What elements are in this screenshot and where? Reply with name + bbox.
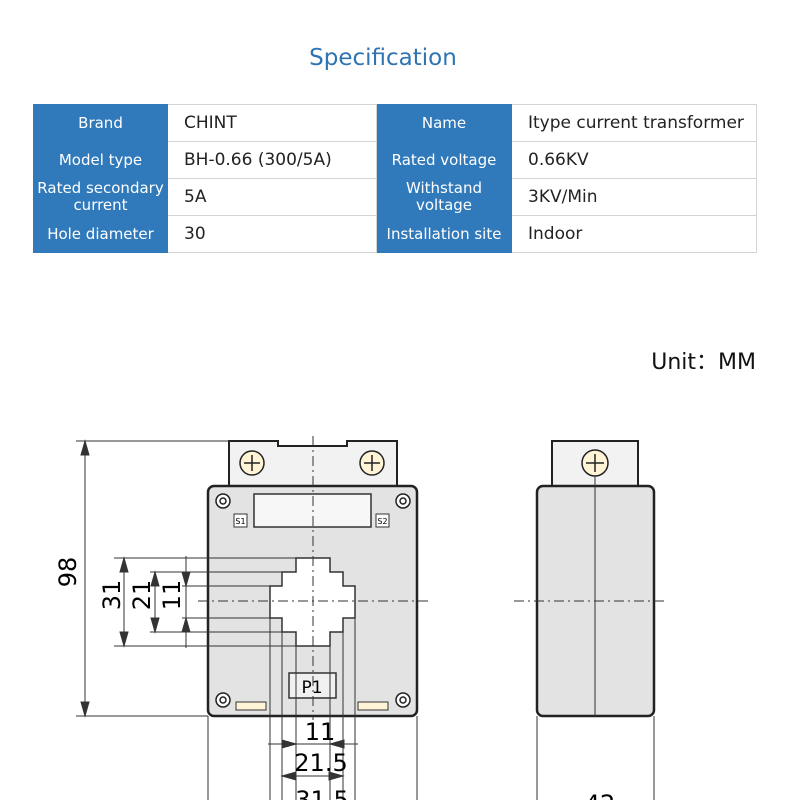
- brand-label: Brand: [33, 104, 168, 142]
- withstand-voltage-label: Withstand voltage: [376, 178, 512, 216]
- brand-value: CHINT: [167, 104, 377, 142]
- installation-site-value: Indoor: [511, 215, 757, 253]
- dim-11-vertical: 11: [158, 580, 186, 611]
- dim-98: 98: [54, 557, 82, 588]
- terminal-s1-label: S1: [235, 517, 245, 526]
- unit-label: Unit：MM: [651, 350, 756, 375]
- rated-secondary-current-label: Rated secondary current: [33, 178, 168, 216]
- withstand-voltage-value: 3KV/Min: [511, 178, 757, 216]
- table-row: Rated secondary current 5A Withstand vol…: [33, 178, 757, 216]
- dim-31: 31: [98, 580, 126, 611]
- dim-31-5: 31.5: [295, 786, 348, 800]
- hole-diameter-label: Hole diameter: [33, 215, 168, 253]
- dim-11-horizontal: 11: [305, 718, 336, 746]
- marking-p1: P1: [301, 678, 322, 698]
- rated-voltage-label: Rated voltage: [376, 141, 512, 179]
- table-row: Brand CHINT Name Itype current transform…: [33, 104, 757, 142]
- front-view: S1 S2 P1: [198, 436, 428, 720]
- rated-voltage-value: 0.66KV: [511, 141, 757, 179]
- dim-21: 21: [128, 580, 156, 611]
- installation-site-label: Installation site: [376, 215, 512, 253]
- dimension-lines: [76, 439, 418, 800]
- model-type-label: Model type: [33, 141, 168, 179]
- side-view: 42: [514, 440, 664, 800]
- table-row: Hole diameter 30 Installation site Indoo…: [33, 215, 757, 253]
- transformer-drawing: S1 S2 P1 42: [54, 436, 664, 800]
- model-type-value: BH-0.66 (300/5A): [167, 141, 377, 179]
- name-value: Itype current transformer: [511, 104, 757, 142]
- spec-table: Brand CHINT Name Itype current transform…: [33, 104, 757, 253]
- table-row: Model type BH-0.66 (300/5A) Rated voltag…: [33, 141, 757, 179]
- page-title: Specification: [309, 45, 457, 71]
- dim-21-5: 21.5: [294, 749, 347, 777]
- hole-diameter-value: 30: [167, 215, 377, 253]
- name-label: Name: [376, 104, 512, 142]
- rated-secondary-current-value: 5A: [167, 178, 377, 216]
- dim-42: 42: [585, 790, 616, 800]
- terminal-s2-label: S2: [377, 517, 387, 526]
